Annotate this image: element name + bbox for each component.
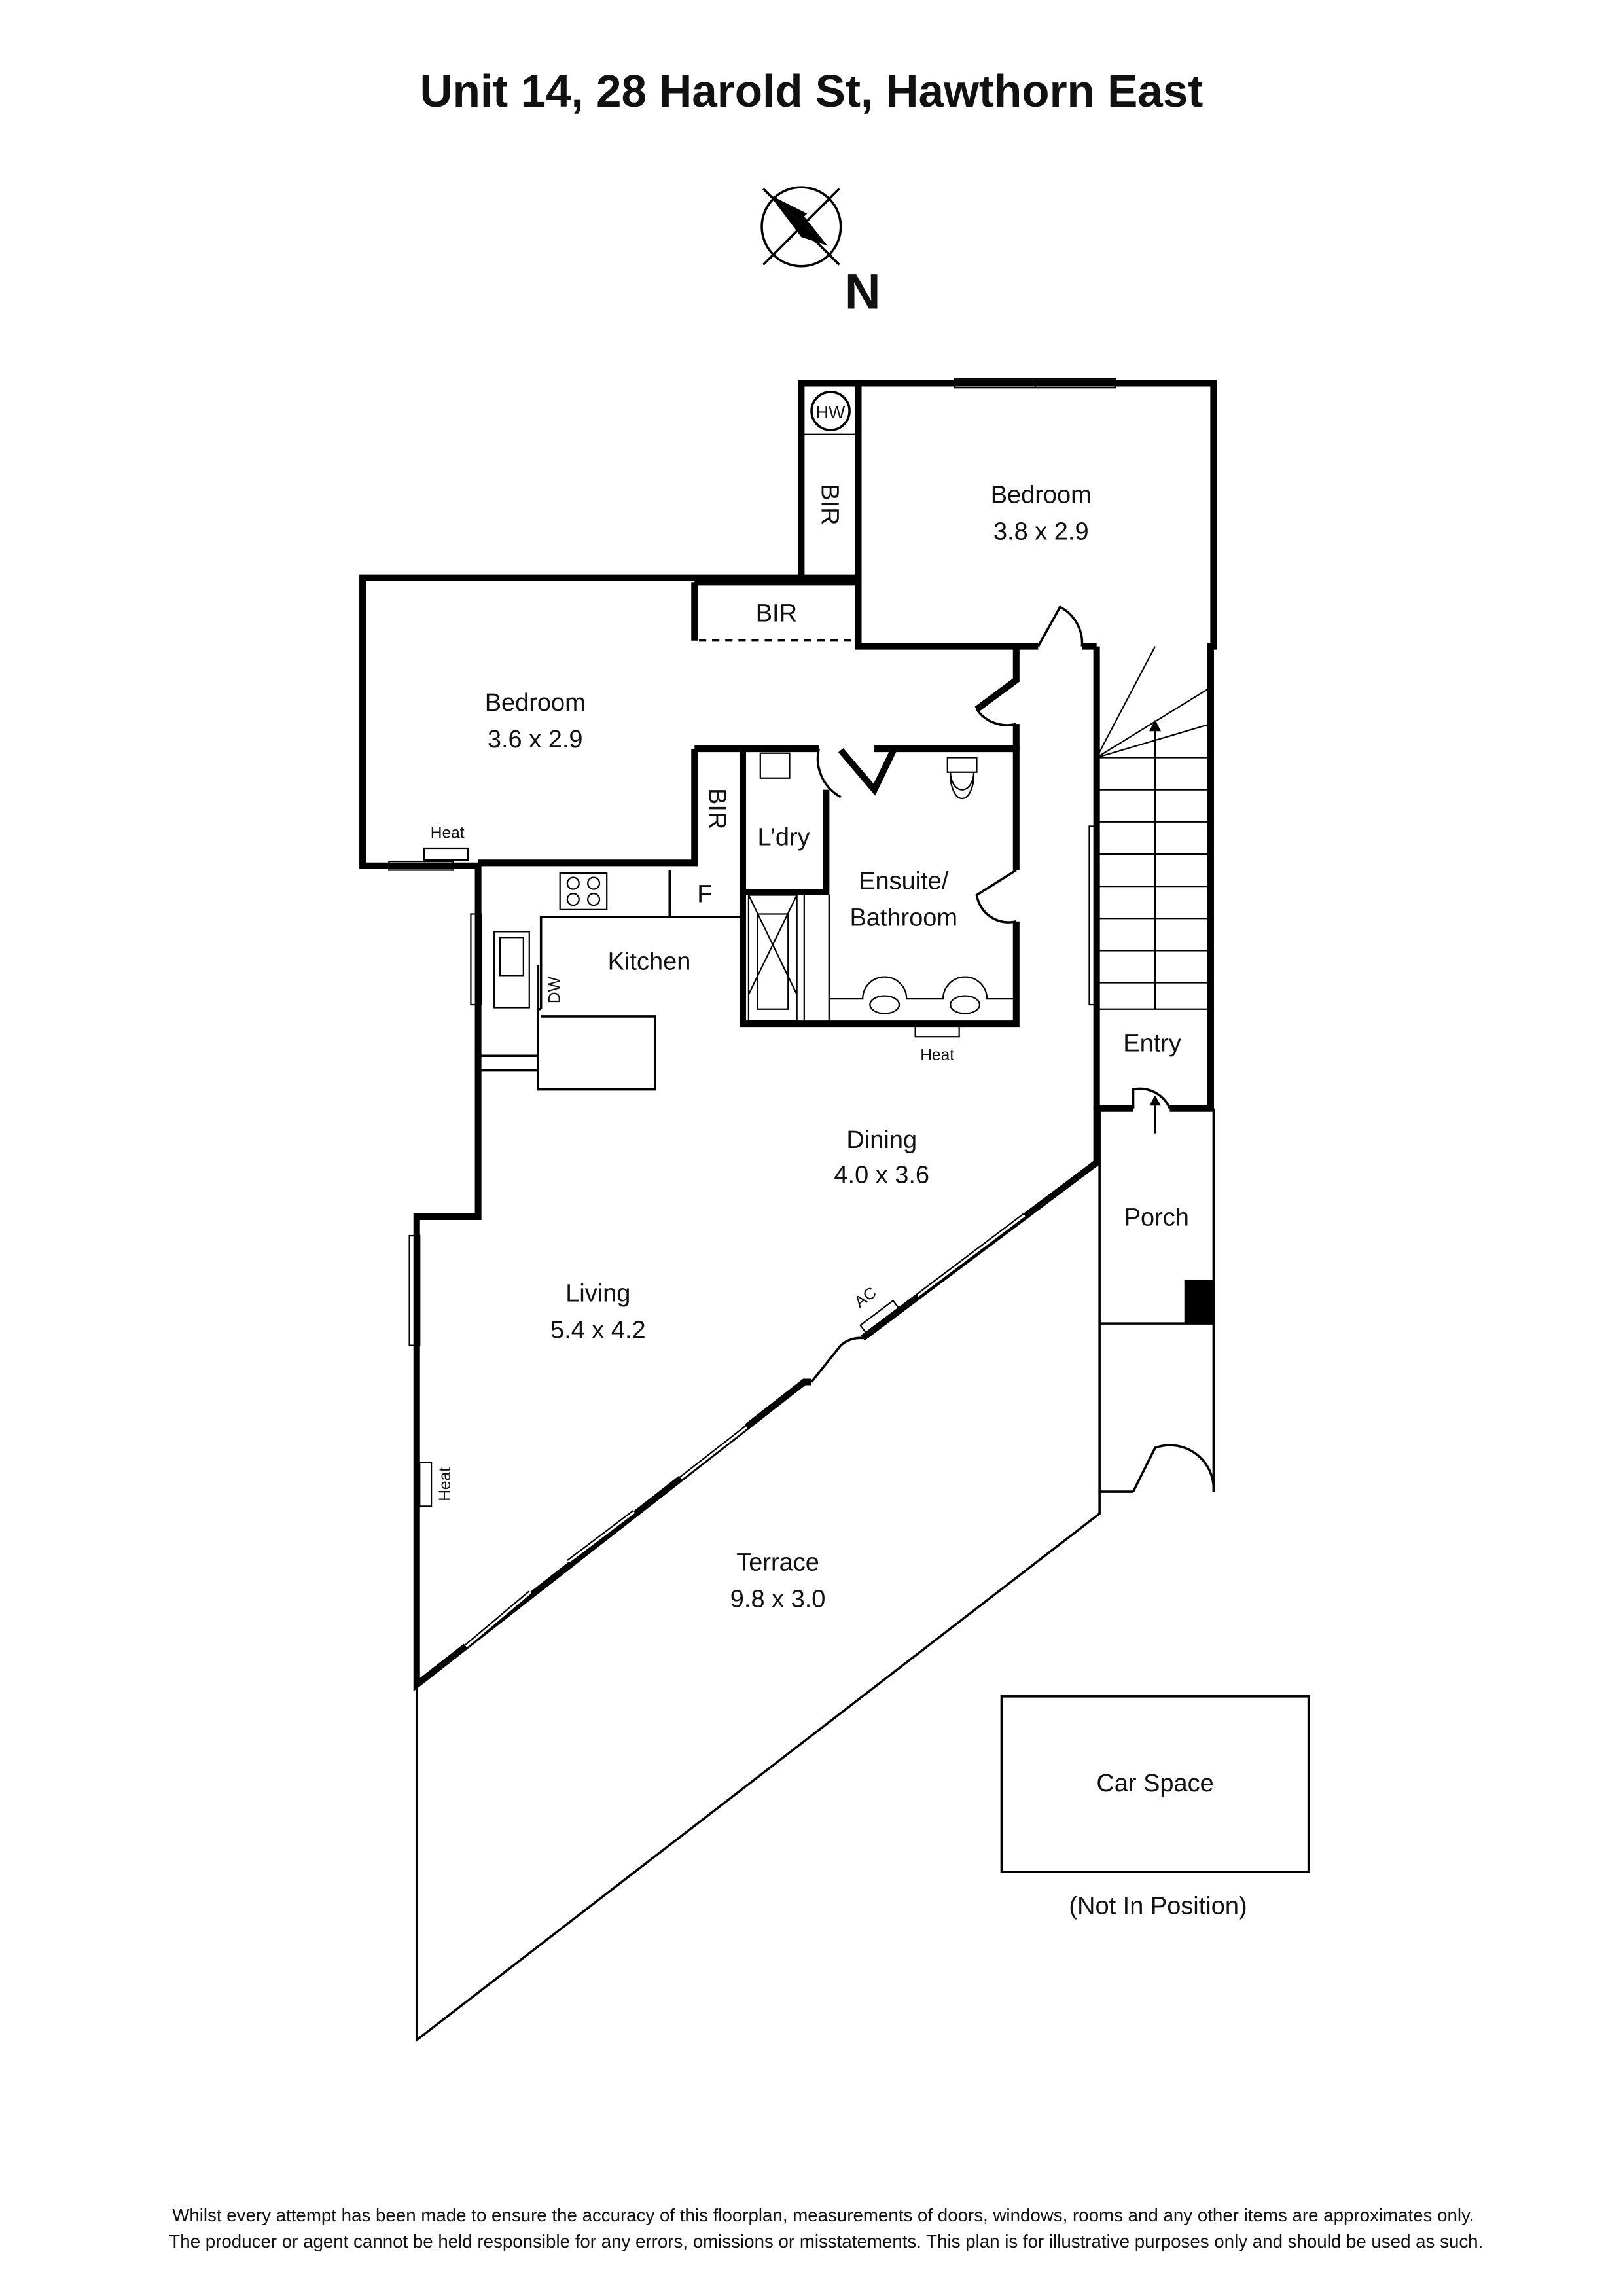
porch-label: Porch bbox=[1124, 1204, 1189, 1231]
basin-icon bbox=[869, 995, 901, 1014]
washing-tub-icon bbox=[759, 752, 791, 779]
heater-icon bbox=[914, 1024, 960, 1038]
page-title: Unit 14, 28 Harold St, Hawthorn East bbox=[420, 65, 1204, 117]
terrace-size: 9.8 x 3.0 bbox=[730, 1586, 826, 1613]
disclaimer-line-1: Whilst every attempt has been made to en… bbox=[172, 2205, 1474, 2225]
heater-icon bbox=[419, 1462, 433, 1507]
outdoor-areas bbox=[415, 1108, 1310, 2043]
dining-label: Dining bbox=[846, 1126, 917, 1154]
ac-unit-icon bbox=[859, 1299, 901, 1336]
ensuite-label: Ensuite/ bbox=[859, 868, 949, 895]
staircase bbox=[1096, 646, 1211, 1010]
heat-label: Heat bbox=[920, 1047, 954, 1064]
living-label: Living bbox=[565, 1280, 630, 1308]
bathtub-icon bbox=[747, 894, 805, 1022]
heat-label: Heat bbox=[437, 1467, 454, 1501]
dining-size: 4.0 x 3.6 bbox=[834, 1162, 929, 1189]
bedroom-size: 3.8 x 2.9 bbox=[993, 518, 1089, 546]
heat-label: Heat bbox=[431, 824, 465, 842]
living-size: 5.4 x 4.2 bbox=[550, 1316, 646, 1344]
disclaimer-line-2: The producer or agent cannot be held res… bbox=[169, 2231, 1483, 2251]
dishwasher-label: DW bbox=[546, 976, 564, 1003]
bir-label: BIR bbox=[756, 600, 797, 628]
hot-water-icon bbox=[810, 391, 851, 431]
hw-label: HW bbox=[816, 403, 846, 422]
bedroom-label: Bedroom bbox=[485, 689, 586, 717]
entry-label: Entry bbox=[1123, 1030, 1181, 1058]
car-space bbox=[1000, 1695, 1310, 1873]
bir-label: BIR bbox=[704, 788, 731, 829]
ac-label: AC bbox=[851, 1284, 880, 1312]
cooktop-icon bbox=[559, 872, 608, 910]
laundry-label: L’dry bbox=[757, 824, 810, 852]
north-label: N bbox=[845, 264, 881, 320]
car-space-label: Car Space bbox=[1096, 1770, 1213, 1797]
walls bbox=[359, 380, 1217, 1692]
fixtures bbox=[419, 391, 1016, 1507]
sink-icon bbox=[493, 931, 530, 1009]
kitchen-label: Kitchen bbox=[608, 948, 691, 975]
compass-icon bbox=[760, 186, 842, 268]
bedroom-size: 3.6 x 2.9 bbox=[488, 726, 583, 753]
heater-icon bbox=[423, 847, 469, 861]
bir-label: BIR bbox=[816, 484, 844, 525]
toilet-icon bbox=[946, 757, 978, 800]
ensuite-label: Bathroom bbox=[849, 904, 957, 931]
windows bbox=[388, 378, 1116, 1648]
bedroom-label: Bedroom bbox=[991, 482, 1092, 509]
terrace-label: Terrace bbox=[736, 1549, 819, 1577]
basin-icon bbox=[950, 995, 981, 1014]
car-space-note: (Not In Position) bbox=[1069, 1893, 1247, 1920]
fridge-label: F bbox=[697, 881, 712, 908]
room-labels: HW BIR Bedroom 3.8 x 2.9 BIR Bedroom 3.6… bbox=[431, 403, 1247, 1920]
